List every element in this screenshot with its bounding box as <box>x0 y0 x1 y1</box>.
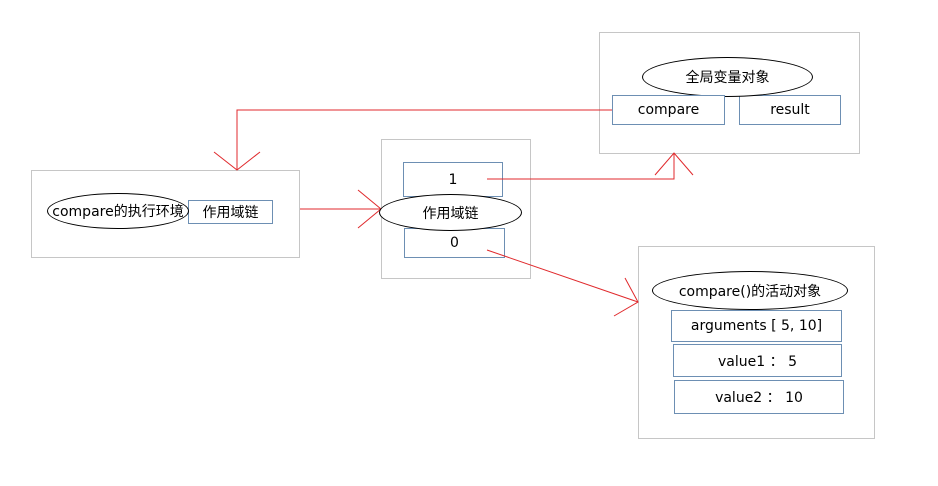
activation-object-title: compare()的活动对象 <box>652 271 848 310</box>
global-cell-result: result <box>739 95 841 125</box>
activation-row-value2: value2 ： 10 <box>674 380 844 414</box>
scope-chain-title: 作用域链 <box>379 194 522 231</box>
execution-context-scope-cell: 作用域链 <box>188 200 273 224</box>
execution-context-title: compare的执行环境 <box>47 193 189 229</box>
arrow-head-scope-chain <box>357 189 382 229</box>
arrow-head-global <box>654 152 694 176</box>
scope-chain-index-1: 1 <box>403 162 503 197</box>
arrow-head-context <box>213 151 261 171</box>
arrow-head-activation <box>613 277 639 317</box>
global-cell-compare: compare <box>612 95 725 125</box>
activation-row-arguments: arguments [ 5, 10] <box>671 310 842 342</box>
activation-row-value1: value1 ： 5 <box>673 344 842 377</box>
global-variable-object-title: 全局变量对象 <box>642 57 813 97</box>
scope-chain-index-0: 0 <box>404 228 505 258</box>
